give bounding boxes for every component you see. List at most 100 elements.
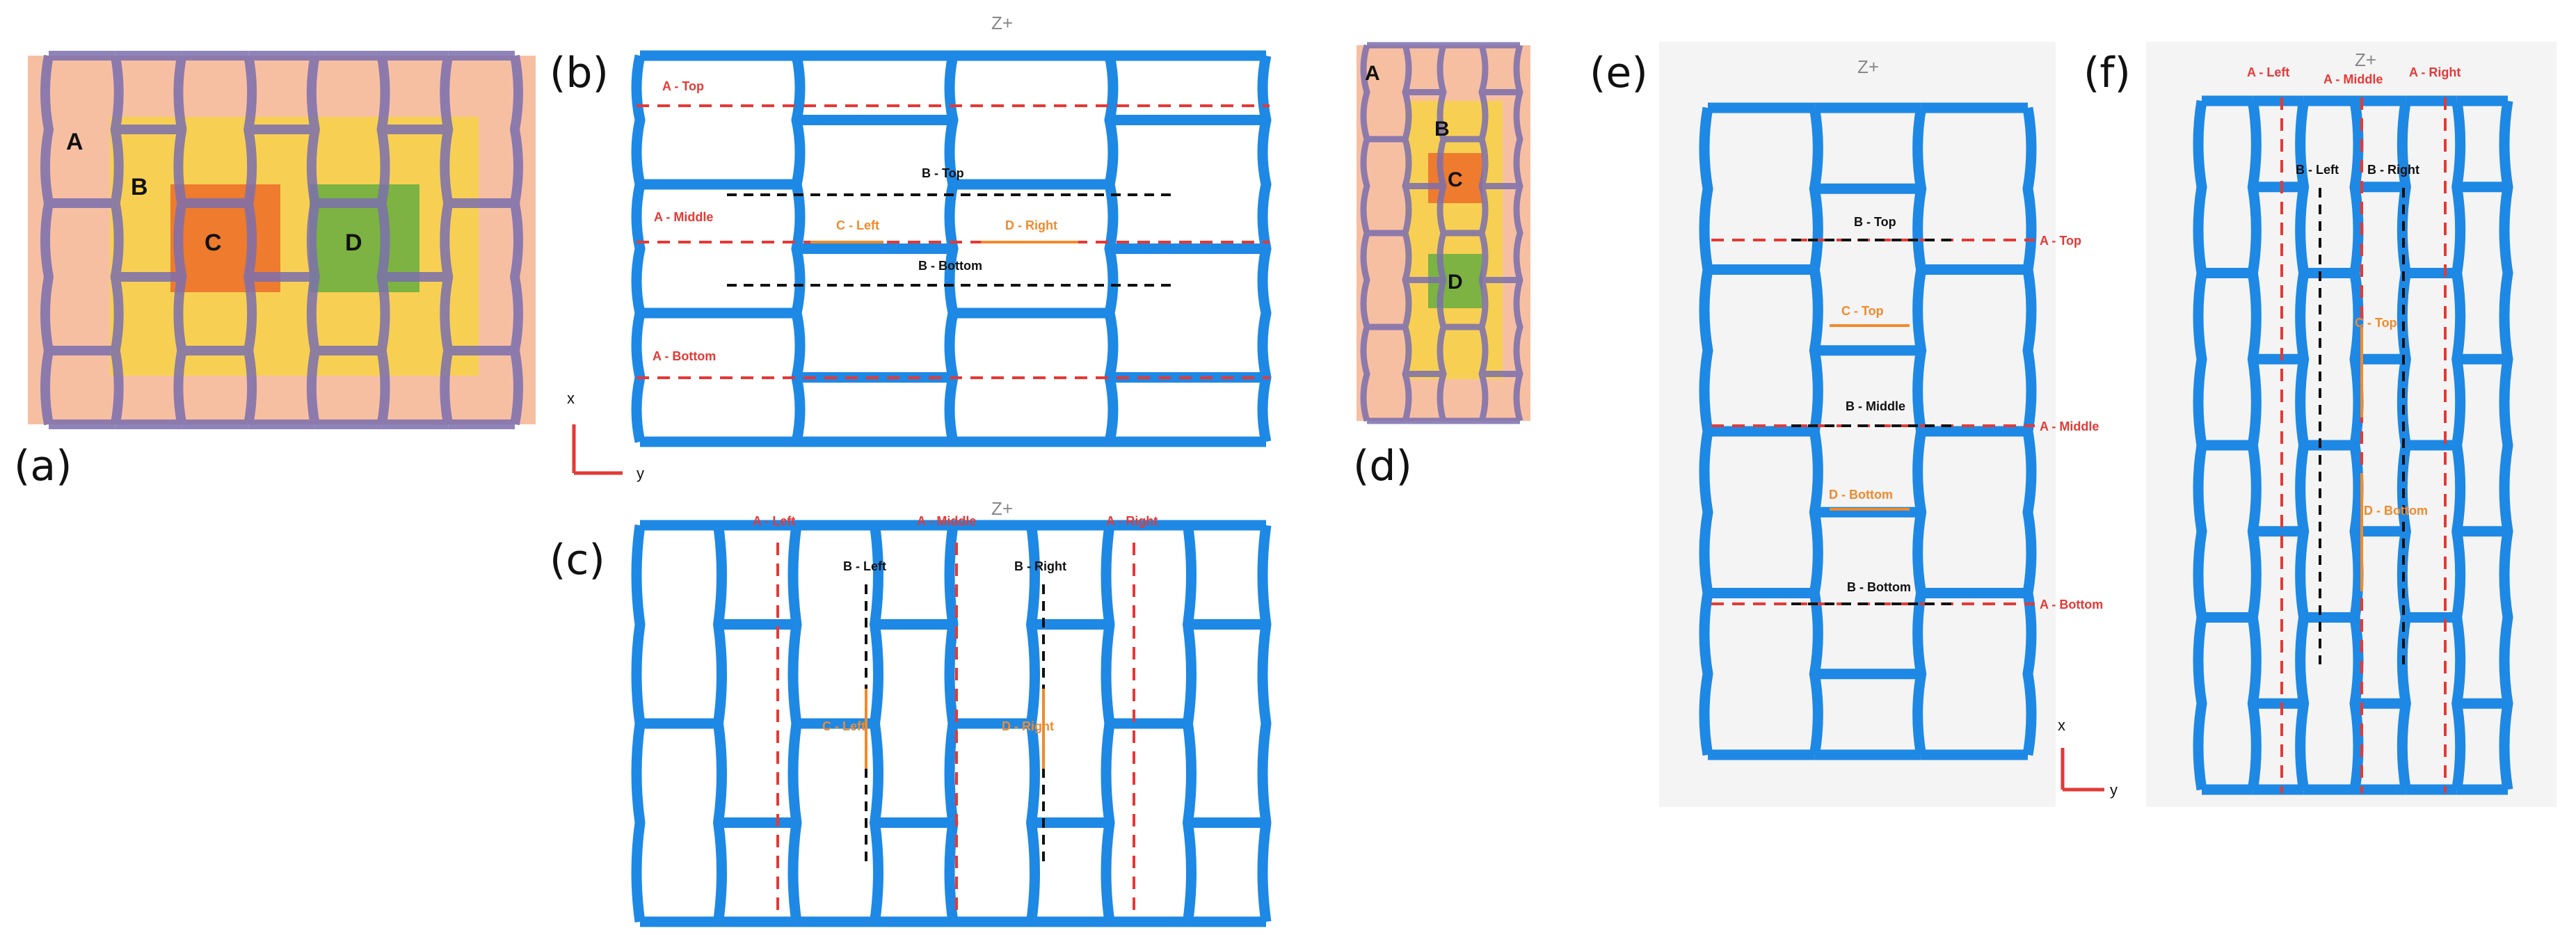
region-a-label: A xyxy=(66,129,83,155)
text-b-right: B - Right xyxy=(1014,559,1066,573)
lattice-e-vstrut xyxy=(2022,106,2037,756)
lattice-a-vstrut xyxy=(440,54,454,426)
axis-x-label-e: x xyxy=(2058,717,2065,734)
lattice-c-vstrut xyxy=(1101,524,1115,923)
lattice-a-vstrut xyxy=(243,54,257,426)
text-a-right: A - Right xyxy=(1106,514,1158,528)
lattice-a-vstrut xyxy=(173,54,187,426)
lattice-e-vstrut xyxy=(1699,106,1713,756)
panel-d: A B C D xyxy=(1357,42,1530,424)
panel-f-image: Z+ A - Left A - Middle A - Right B - Lef… xyxy=(2193,49,2513,795)
label-c: (c) xyxy=(550,536,605,584)
lattice-c-vstrut xyxy=(712,524,727,923)
label-e: (e) xyxy=(1590,49,1648,97)
lattice-f-vstrut xyxy=(2193,99,2207,791)
lattice-f-vstrut xyxy=(2451,99,2466,791)
axis-y-label-e: y xyxy=(2110,781,2118,799)
panel-a-image: A B C D xyxy=(28,51,536,429)
text-a-top-e: A - Top xyxy=(2040,234,2081,248)
lattice-struts-d xyxy=(1360,42,1523,424)
panel-e: Z+ B - Top B - Middle B - Bottom C - Top… xyxy=(1659,42,2118,807)
text-a-left-f: A - Left xyxy=(2247,65,2289,79)
lattice-a-vstrut xyxy=(40,54,54,426)
lattice-f xyxy=(2193,95,2513,795)
lattice-a-vstrut xyxy=(376,54,390,426)
region-c-label-d: C xyxy=(1448,168,1463,191)
label-b: (b) xyxy=(550,49,609,97)
lattice-c-vstrut xyxy=(1257,524,1272,923)
region-d-label-d: D xyxy=(1448,271,1463,294)
panel-b: Z+ A - Top A - Middle A - Bottom B - Top… xyxy=(567,0,1280,487)
text-b-left-f: B - Left xyxy=(2296,163,2339,177)
text-c-top-e: C - Top xyxy=(1841,304,1884,318)
lattice-f-vstrut xyxy=(2499,99,2513,791)
lattice-c-vstrut xyxy=(869,524,883,923)
zplus-label-c: Z+ xyxy=(991,498,1013,519)
text-a-bottom: A - Bottom xyxy=(653,349,716,363)
text-d-bottom-f: D - Bottom xyxy=(2364,504,2428,518)
text-a-top: A - Top xyxy=(662,79,704,93)
lattice-c-vstrut xyxy=(787,524,802,923)
text-c-left: C - Left xyxy=(836,218,879,232)
text-a-right-f: A - Right xyxy=(2409,65,2461,79)
text-d-bottom-e: D - Bottom xyxy=(1829,488,1893,502)
text-b-middle-e: B - Middle xyxy=(1846,399,1905,413)
panel-b-image: Z+ A - Top A - Middle A - Bottom B - Top… xyxy=(567,13,1272,482)
label-a: (a) xyxy=(14,442,72,490)
text-b-top-e: B - Top xyxy=(1854,215,1896,229)
region-c-label: C xyxy=(205,230,222,256)
panel-c: Z+ A - Left A - Middle A - Right B - Lef… xyxy=(626,494,1280,927)
panel-f: Z+ A - Left A - Middle A - Right B - Lef… xyxy=(2146,42,2557,807)
text-a-middle-f: A - Middle xyxy=(2323,72,2383,86)
text-c-top-f: C - Top xyxy=(2355,316,2397,330)
text-b-top: B - Top xyxy=(922,166,964,180)
axis-y-label: y xyxy=(637,465,644,482)
lattice-e-vstrut xyxy=(1809,106,1823,756)
text-d-right: D - Right xyxy=(1005,218,1057,232)
panel-d-image: A B C D xyxy=(1357,42,1530,424)
lattice-d-vstrut xyxy=(1478,44,1489,422)
text-a-bottom-e: A - Bottom xyxy=(2040,598,2103,612)
lattice-f-vstrut xyxy=(2247,99,2262,791)
panel-e-image: Z+ B - Top B - Middle B - Bottom C - Top… xyxy=(1699,56,2118,799)
text-b-left: B - Left xyxy=(843,559,886,573)
lattice-a-vstrut xyxy=(509,54,523,426)
text-b-bottom: B - Bottom xyxy=(918,259,982,273)
lattice-d-vstrut xyxy=(1402,44,1412,422)
region-b-d xyxy=(1405,101,1503,379)
zplus-label-f: Z+ xyxy=(2355,49,2376,70)
zplus-label: Z+ xyxy=(991,13,1013,33)
axis-x-label: x xyxy=(567,390,575,407)
lattice-e-vstrut xyxy=(1912,106,1927,756)
lattice-d-vstrut xyxy=(1437,44,1447,422)
lattice-a-vstrut xyxy=(110,54,124,426)
lattice-struts-a xyxy=(40,51,523,429)
lattice-c-vstrut xyxy=(631,524,646,923)
text-a-middle-e: A - Middle xyxy=(2040,419,2099,433)
lattice-c-vstrut xyxy=(1182,524,1197,923)
region-b-label-d: B xyxy=(1434,118,1450,141)
text-a-middle-c: A - Middle xyxy=(917,514,976,528)
lattice-e xyxy=(1699,102,2037,760)
text-b-bottom-e: B - Bottom xyxy=(1847,580,1911,594)
lattice-c xyxy=(631,520,1272,927)
label-d: (d) xyxy=(1353,442,1412,490)
region-b-label: B xyxy=(131,174,148,200)
lattice-b-vstrut xyxy=(631,54,646,443)
lattice-d-vstrut xyxy=(1360,44,1370,422)
lattice-c-vstrut xyxy=(944,524,959,923)
panel-a: A B C D xyxy=(28,51,536,429)
label-f: (f) xyxy=(2083,49,2131,97)
region-d-label: D xyxy=(345,230,362,256)
zplus-label-e: Z+ xyxy=(1857,56,1879,77)
lattice-f-vstrut xyxy=(2349,99,2364,791)
text-a-middle: A - Middle xyxy=(654,210,713,224)
panel-c-image: Z+ A - Left A - Middle A - Right B - Lef… xyxy=(631,498,1272,927)
lattice-a-vstrut xyxy=(306,54,320,426)
text-d-right-c: D - Right xyxy=(1002,719,1054,733)
lattice-b xyxy=(631,50,1272,447)
text-c-left-c: C - Left xyxy=(822,719,865,733)
text-b-right-f: B - Right xyxy=(2367,163,2419,177)
text-a-left: A - Left xyxy=(753,514,795,528)
lattice-f-vstrut xyxy=(2295,99,2310,791)
